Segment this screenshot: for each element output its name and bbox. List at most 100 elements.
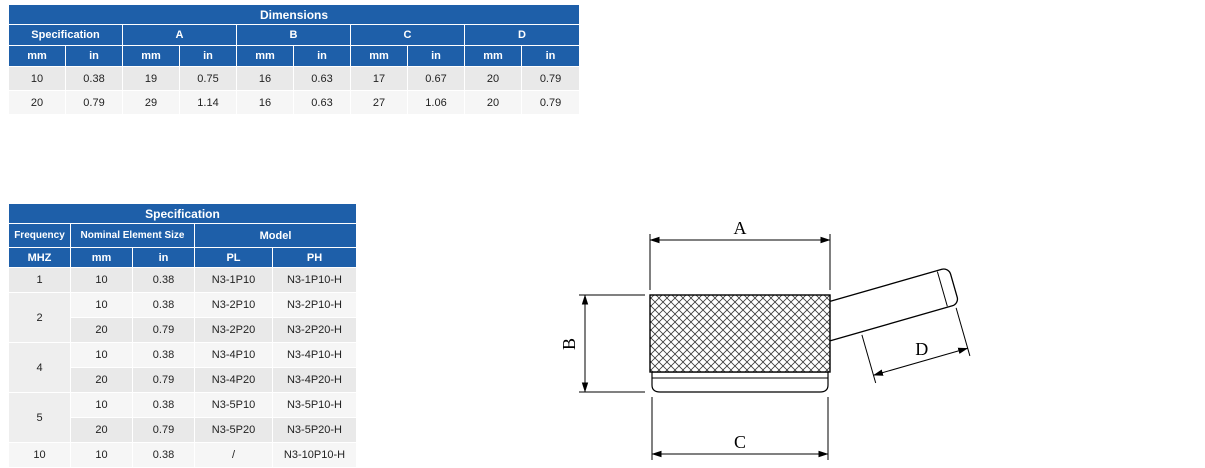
unit-header: in (293, 45, 351, 67)
table-row: 20 0.79 N3-4P20 N3-4P20-H (9, 367, 357, 393)
data-cell: 10 (70, 267, 133, 293)
table-row: 20 0.79 N3-2P20 N3-2P20-H (9, 317, 357, 343)
table-row: 1 10 0.38 N3-1P10 N3-1P10-H (8, 267, 357, 293)
unit-header: in (65, 45, 123, 67)
data-cell: 20 (70, 417, 133, 443)
technical-drawing: D A B C (559, 218, 971, 460)
freq-cell: 5 (8, 392, 71, 443)
dim-label-c: C (734, 432, 746, 452)
table-row: MHZ mm in PL PH (8, 247, 357, 268)
data-cell: N3-4P10 (194, 342, 273, 368)
data-cell: 0.38 (132, 442, 195, 468)
data-cell: 0.38 (65, 66, 123, 91)
table-row: mm in mm in mm in mm in mm in (8, 45, 581, 67)
data-cell: N3-5P20-H (272, 417, 357, 443)
data-cell: 0.75 (179, 66, 237, 91)
freq-cell: 2 (8, 292, 71, 343)
data-cell: 0.38 (132, 342, 195, 368)
header-dim-d: D (463, 24, 581, 46)
header-dim-b: B (236, 24, 351, 46)
dimensions-table: Dimensions Specification A B C D mm in m… (7, 4, 581, 115)
header-nominal-element-size: Nominal Element Size (70, 223, 195, 248)
table-row: Dimensions (7, 4, 581, 25)
data-cell: 0.63 (293, 66, 351, 91)
data-cell: N3-2P10 (194, 292, 273, 318)
table-row: 4 10 0.38 N3-4P10 N3-4P10-H (8, 342, 357, 393)
data-cell: 0.38 (132, 292, 195, 318)
data-cell: 20 (70, 367, 133, 393)
freq-cell: 4 (8, 342, 71, 393)
transducer-base (651, 371, 829, 393)
dim-label-b: B (559, 338, 579, 350)
table-row: 10 10 0.38 / N3-10P10-H (8, 442, 357, 468)
data-cell: N3-2P20-H (272, 317, 357, 343)
dimension-c: C (651, 397, 829, 460)
dim-label-a: A (734, 218, 747, 238)
data-cell: 0.67 (407, 66, 465, 91)
data-cell: 16 (236, 90, 294, 115)
data-cell: 29 (122, 90, 180, 115)
data-cell: 0.79 (520, 90, 581, 115)
freq-cell: 10 (8, 442, 71, 468)
dimension-a: A (649, 218, 831, 290)
unit-header-mm: mm (70, 247, 133, 268)
table-row: 5 10 0.38 N3-5P10 N3-5P10-H (8, 392, 357, 443)
unit-header: in (407, 45, 465, 67)
data-cell: N3-10P10-H (272, 442, 357, 468)
unit-header-in: in (132, 247, 195, 268)
header-model: Model (194, 223, 357, 248)
unit-header: mm (122, 45, 180, 67)
unit-header: in (520, 45, 581, 67)
table-row: Specification A B C D (8, 24, 581, 46)
table-row: Frequency Nominal Element Size Model (8, 223, 357, 248)
data-cell: 19 (122, 66, 180, 91)
unit-header: mm (464, 45, 522, 67)
data-cell: 17 (350, 66, 408, 91)
probe-connector: D (815, 268, 971, 384)
header-dim-a: A (122, 24, 237, 46)
unit-header: mm (8, 45, 66, 67)
data-cell: 10 (70, 292, 133, 318)
data-cell: 0.79 (65, 90, 123, 115)
data-cell: 27 (350, 90, 408, 115)
data-cell: N3-4P10-H (272, 342, 357, 368)
specification-table: Specification Frequency Nominal Element … (8, 203, 357, 468)
header-dim-c: C (350, 24, 465, 46)
data-cell: 10 (70, 392, 133, 418)
data-cell: 0.79 (132, 367, 195, 393)
data-cell: N3-5P10 (194, 392, 273, 418)
data-cell: 20 (464, 66, 522, 91)
table-row: 2 10 0.38 N3-2P10 N3-2P10-H (8, 292, 357, 343)
data-cell: N3-4P20-H (272, 367, 357, 393)
data-cell: N3-1P10-H (272, 267, 357, 293)
data-cell: 1.14 (179, 90, 237, 115)
freq-cell: 1 (8, 267, 71, 293)
data-cell: 16 (236, 66, 294, 91)
dim-label-d: D (915, 339, 928, 359)
data-cell: N3-2P20 (194, 317, 273, 343)
data-cell: 20 (464, 90, 522, 115)
data-cell: 10 (70, 342, 133, 368)
dimensions-table-title: Dimensions (7, 4, 581, 25)
unit-header: mm (236, 45, 294, 67)
unit-header-pl: PL (194, 247, 273, 268)
unit-header-ph: PH (272, 247, 357, 268)
data-cell: 20 (8, 90, 66, 115)
unit-header: mm (350, 45, 408, 67)
dimension-d: D (861, 307, 971, 384)
data-cell: 20 (70, 317, 133, 343)
data-cell: 10 (8, 66, 66, 91)
data-cell: N3-4P20 (194, 367, 273, 393)
header-specification: Specification (8, 24, 123, 46)
data-cell: 0.79 (132, 317, 195, 343)
knurled-body (649, 294, 831, 373)
unit-header-mhz: MHZ (8, 247, 71, 268)
data-cell: 0.63 (293, 90, 351, 115)
data-cell: N3-5P10-H (272, 392, 357, 418)
table-row: 20 0.79 29 1.14 16 0.63 27 1.06 20 0.79 (8, 90, 581, 115)
data-cell: N3-2P10-H (272, 292, 357, 318)
table-row: 10 0.38 19 0.75 16 0.63 17 0.67 20 0.79 (8, 66, 581, 91)
unit-header: in (179, 45, 237, 67)
data-cell: 10 (70, 442, 133, 468)
dimension-b: B (559, 294, 645, 393)
